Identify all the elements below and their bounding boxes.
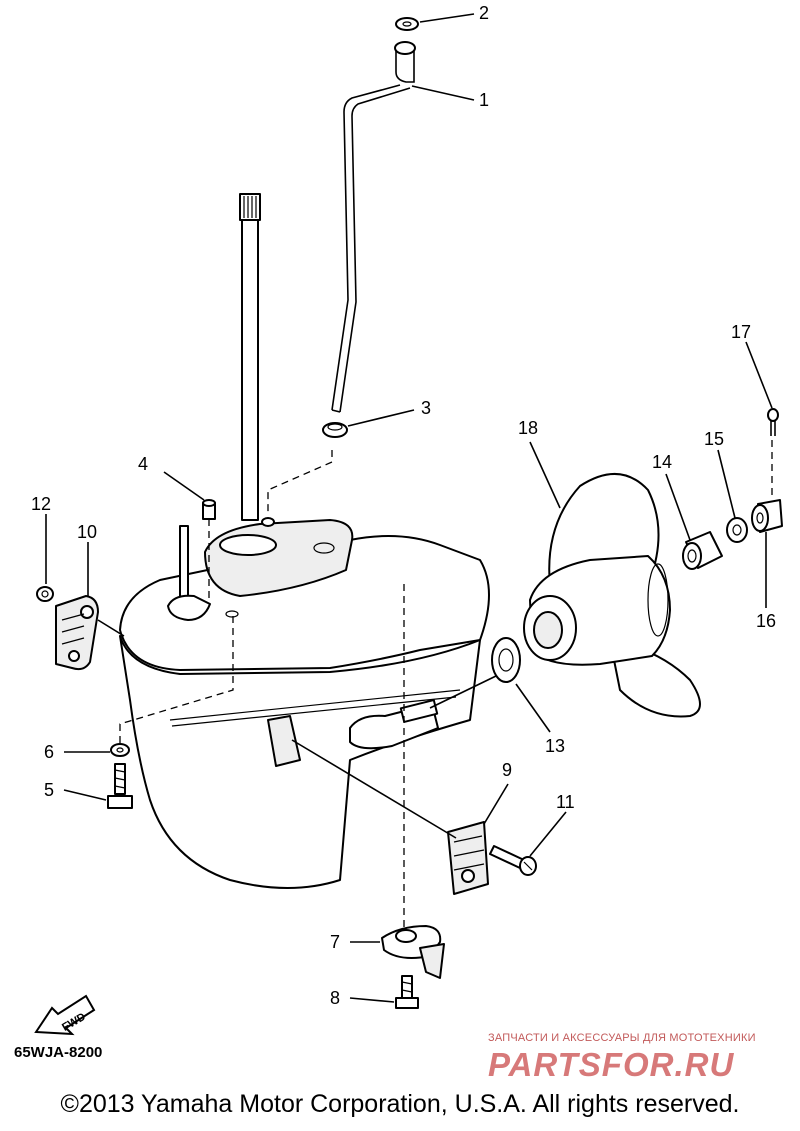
callout-18: 18 bbox=[518, 418, 538, 438]
callout-14: 14 bbox=[652, 452, 672, 472]
callout-7: 7 bbox=[330, 932, 340, 952]
callout-labels: 2 1 3 4 12 10 6 5 7 8 9 11 13 18 14 15 1… bbox=[31, 3, 776, 1008]
callout-10: 10 bbox=[77, 522, 97, 542]
fwd-arrow-icon: FWD bbox=[34, 994, 96, 1036]
part-8-bolt[interactable] bbox=[395, 975, 419, 1009]
watermark-subtitle: ЗАПЧАСТИ И АКСЕССУАРЫ ДЛЯ МОТОТЕХНИКИ bbox=[488, 1032, 756, 1044]
callout-9: 9 bbox=[502, 760, 512, 780]
diagram-code: 65WJA-8200 bbox=[14, 1044, 103, 1061]
callout-5: 5 bbox=[44, 780, 54, 800]
callout-13: 13 bbox=[545, 736, 565, 756]
assembly-lines bbox=[97, 440, 773, 930]
part-6-washer[interactable] bbox=[110, 743, 130, 757]
callout-4: 4 bbox=[138, 454, 148, 474]
callout-16: 16 bbox=[756, 611, 776, 631]
part-11-screw[interactable] bbox=[489, 845, 537, 876]
callout-2: 2 bbox=[479, 3, 489, 23]
part-7-water-strainer[interactable] bbox=[381, 925, 445, 979]
part-4-dowel-pin[interactable] bbox=[202, 499, 216, 520]
leader-lines bbox=[45, 13, 773, 1003]
part-12-nut[interactable] bbox=[36, 586, 54, 602]
watermark-logo: PARTSFOR.RU bbox=[488, 1046, 735, 1083]
callout-3: 3 bbox=[421, 398, 431, 418]
part-1-water-pipe[interactable] bbox=[331, 41, 416, 413]
part-17-cotter-pin[interactable] bbox=[767, 408, 779, 436]
callout-6: 6 bbox=[44, 742, 54, 762]
part-16-castle-nut[interactable] bbox=[751, 499, 783, 533]
part-15-washer[interactable] bbox=[726, 517, 748, 543]
callout-8: 8 bbox=[330, 988, 340, 1008]
part-14-spacer[interactable] bbox=[682, 531, 723, 570]
drive-shaft[interactable] bbox=[239, 193, 261, 521]
part-2-washer[interactable] bbox=[395, 17, 419, 31]
callout-17: 17 bbox=[731, 322, 751, 342]
callout-12: 12 bbox=[31, 494, 51, 514]
callout-15: 15 bbox=[704, 429, 724, 449]
part-10-anode[interactable] bbox=[55, 595, 99, 671]
callout-1: 1 bbox=[479, 90, 489, 110]
part-13-thrust-washer[interactable] bbox=[491, 637, 521, 683]
part-5-bolt[interactable] bbox=[107, 763, 133, 809]
part-18-propeller[interactable] bbox=[523, 473, 701, 718]
callout-11: 11 bbox=[556, 792, 575, 812]
copyright-notice: ©2013 Yamaha Motor Corporation, U.S.A. A… bbox=[60, 1090, 740, 1118]
part-3-grommet[interactable] bbox=[322, 422, 348, 438]
lower-case-housing[interactable] bbox=[119, 517, 490, 889]
part-9-trim-tab[interactable] bbox=[447, 821, 489, 895]
